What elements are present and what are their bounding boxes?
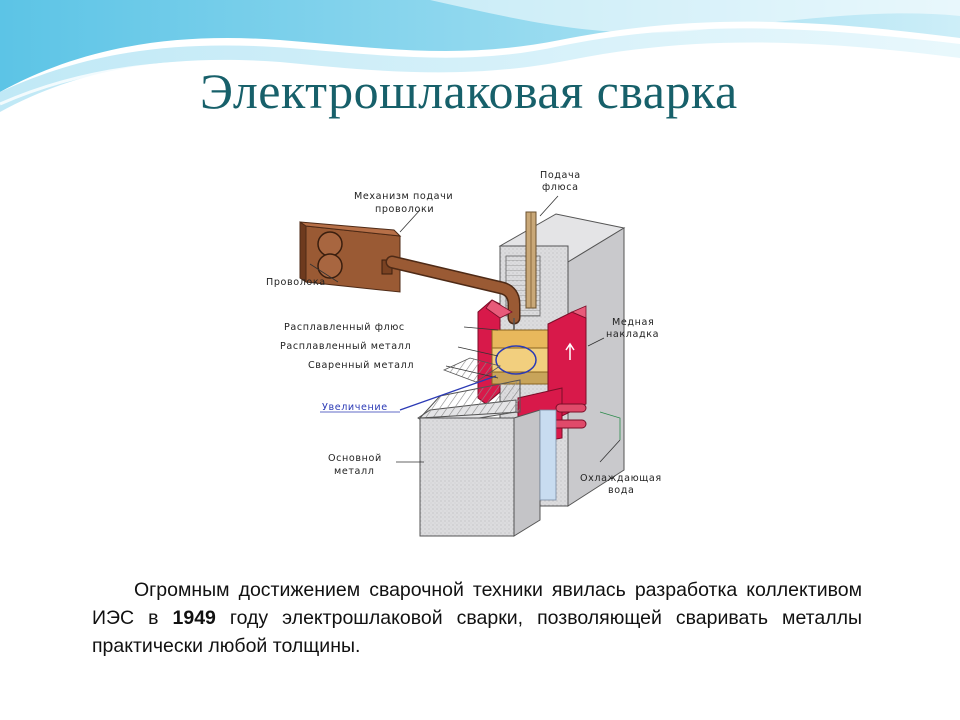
slide-title: Электрошлаковая сварка [200,63,738,119]
label-flux-feed-2: флюса [542,182,579,193]
paragraph-year: 1949 [172,607,216,629]
label-copper-plate-2: накладка [606,329,659,340]
label-base-metal-1: Основной [328,453,382,464]
label-copper-plate-1: Медная [612,317,654,328]
label-molten-metal: Расплавленный металл [280,341,411,352]
wire-feed-mechanism [299,221,402,293]
label-welded-metal: Сваренный металл [308,360,414,371]
header-waves [0,0,960,112]
base-metal-block [417,379,557,537]
label-magnification: Увеличение [322,402,388,413]
label-cooling-water-2: вода [608,485,634,496]
label-wire-feed-mechanism-2: проволоки [375,204,434,215]
paragraph-part-1: Огромным достижением сварочной техники я… [92,579,862,629]
label-wire: Проволока [266,277,326,288]
label-molten-flux: Расплавленный флюс [284,322,405,333]
magnification-detail [399,357,501,411]
label-wire-feed-mechanism-1: Механизм подачи [354,191,453,202]
label-cooling-water-1: Охлаждающая [580,473,662,484]
leader-lines [309,195,621,463]
weld-pool [491,329,549,385]
flux-feed-pipe [525,211,537,309]
label-base-metal-2: металл [334,466,374,477]
label-flux-feed-1: Подача [540,170,581,181]
paragraph-part-2: году электрошлаковой сварки, позволяющей… [92,607,862,657]
description-paragraph: Огромным достижением сварочной техники я… [92,576,862,660]
